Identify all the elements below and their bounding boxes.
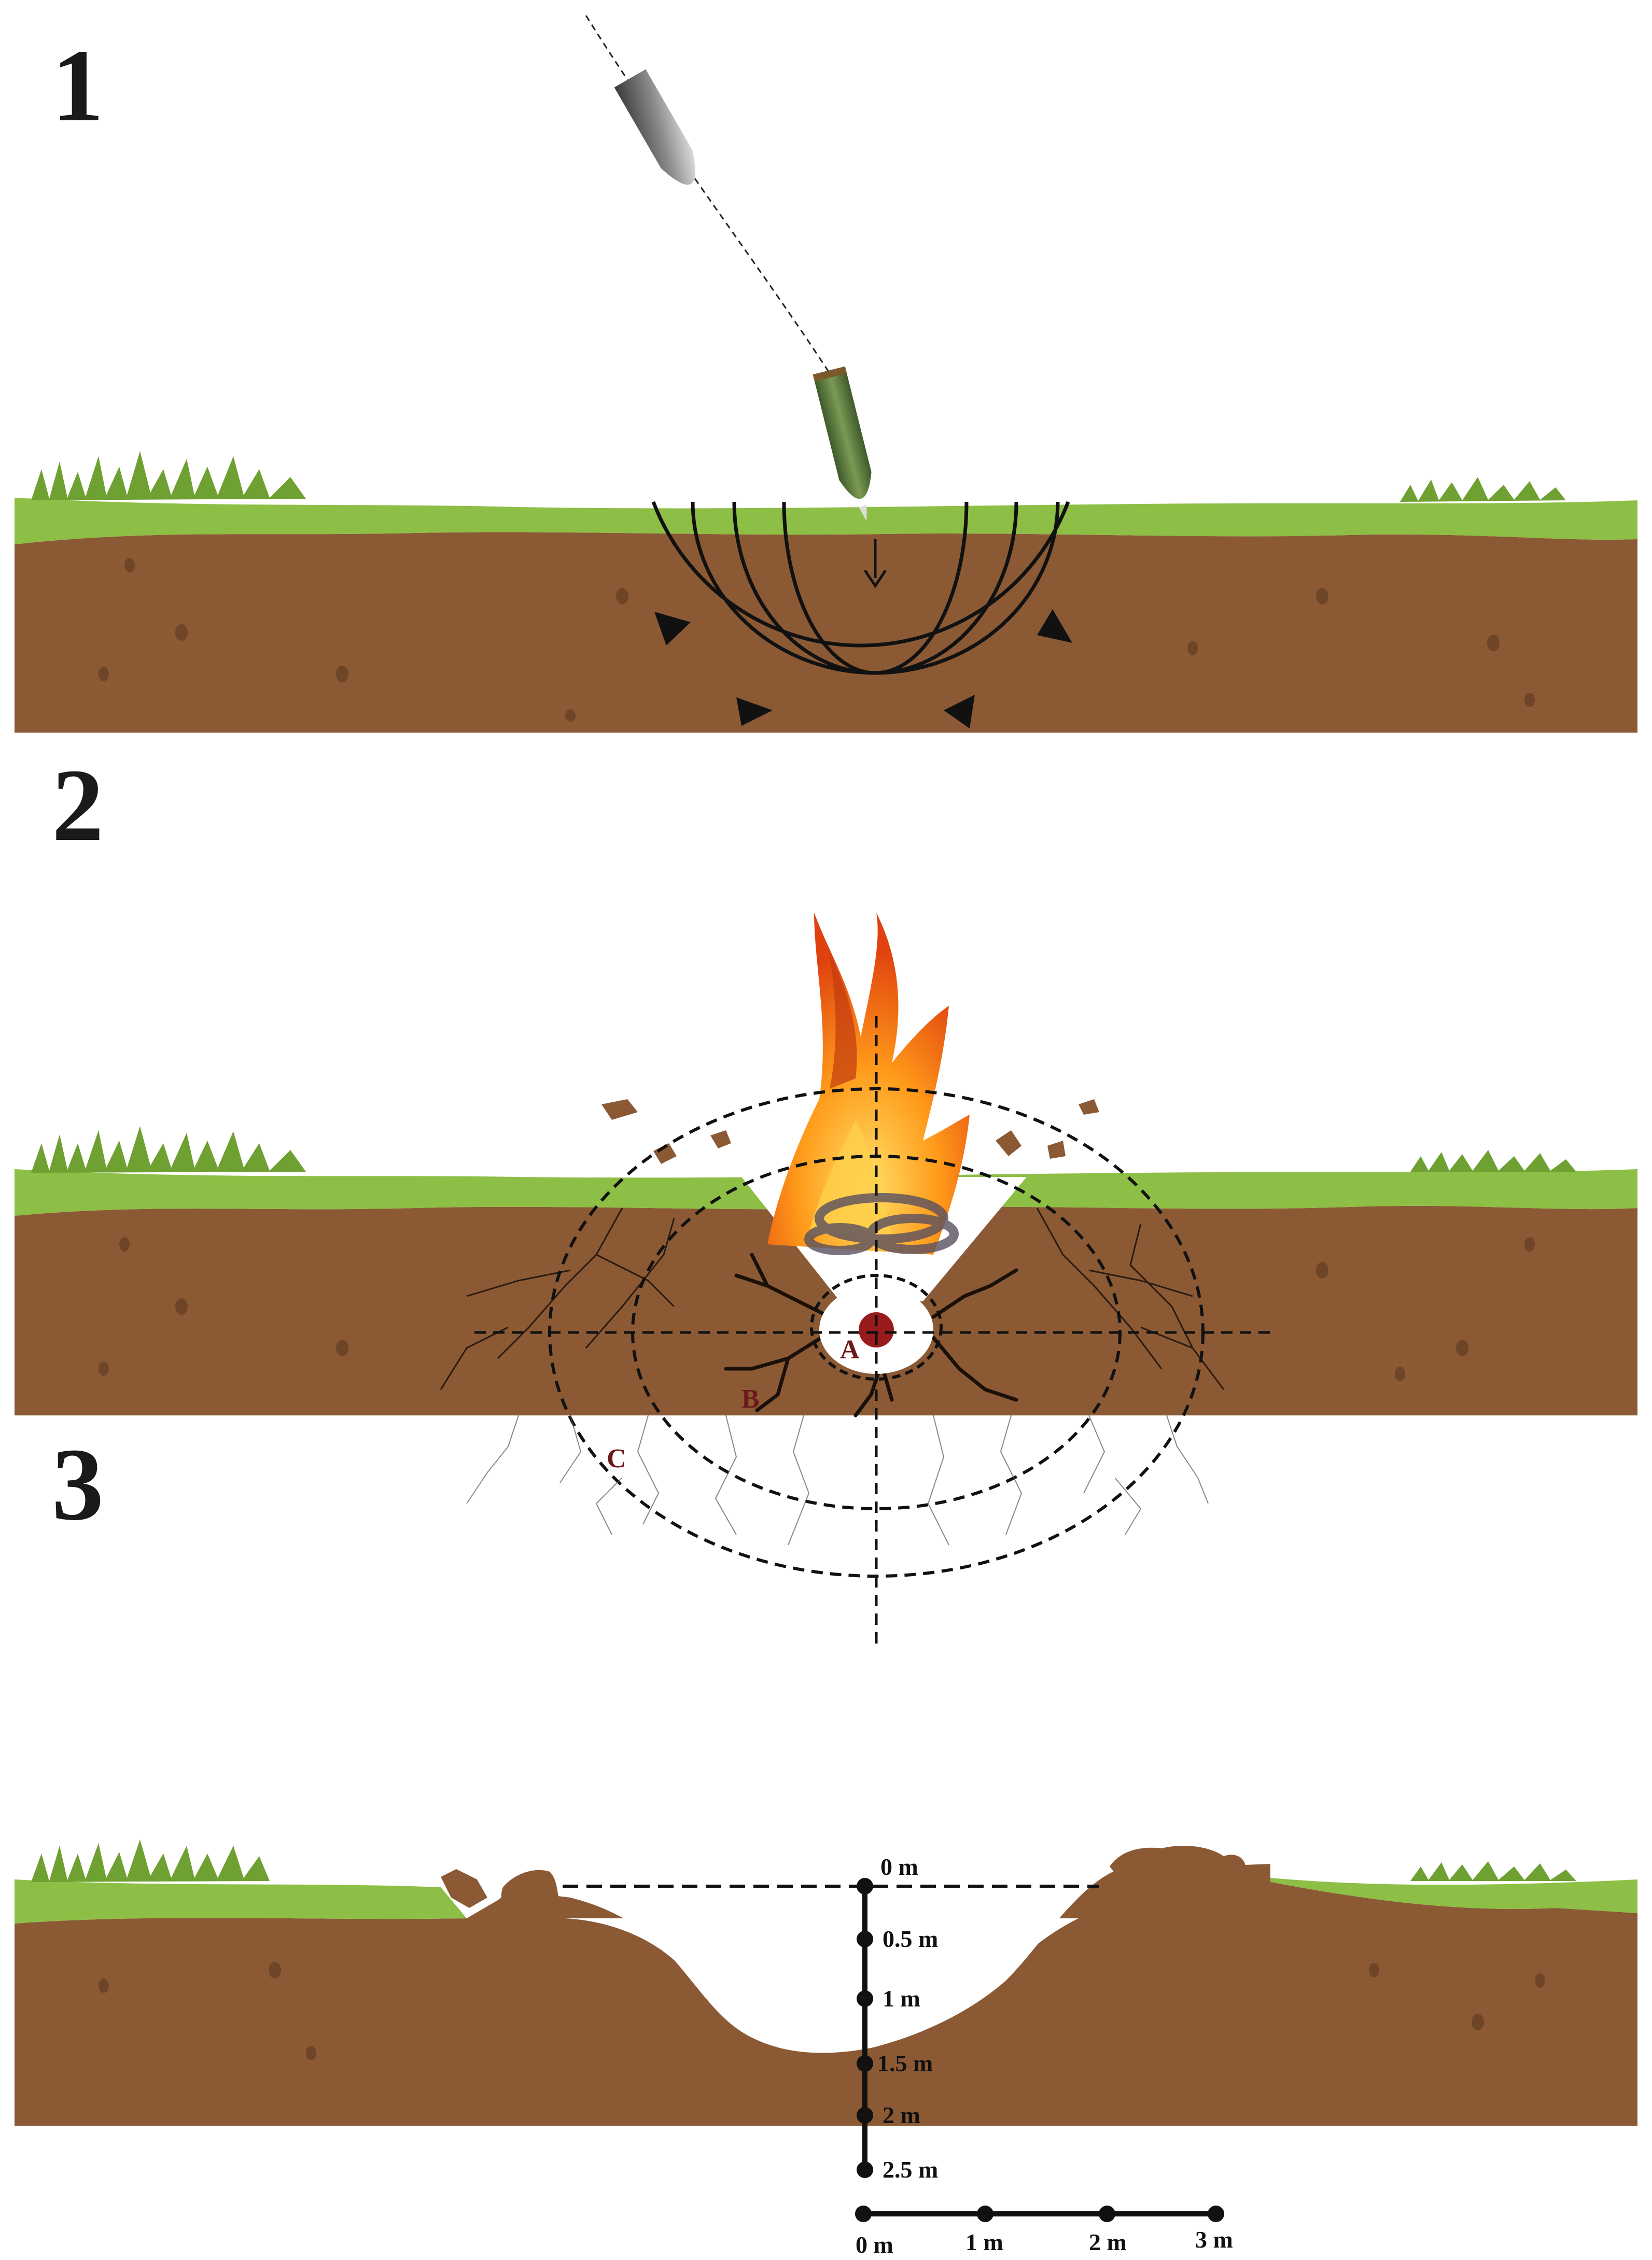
ejecta-left	[441, 1869, 565, 1918]
panel-3-number: 3	[52, 1427, 104, 1542]
zone-a-label: A	[840, 1335, 860, 1365]
crater-void	[565, 1918, 1079, 2046]
width-scale: 0 m 1 m 2 m 3 m	[855, 2206, 1233, 2258]
fire-plume	[767, 913, 970, 1255]
depth-tick-4: 2 m	[883, 2102, 920, 2128]
subsoil-cracks	[466, 1415, 1209, 1546]
zone-b-label: B	[741, 1384, 760, 1414]
soil-cracks	[440, 1208, 1225, 1390]
depth-tick-3: 1.5 m	[877, 2050, 933, 2076]
impact-arrow	[863, 539, 887, 588]
crosshair-lines	[474, 1016, 1270, 1649]
panel-2: 2	[15, 748, 1637, 1649]
panel-3-grass-right	[1234, 1874, 1637, 1913]
panel-3-pebbles	[99, 1962, 1545, 2060]
panel-2-pebbles	[99, 1237, 1535, 1381]
depth-tick-5: 2.5 m	[883, 2156, 938, 2183]
zone-a-boundary	[810, 1274, 943, 1381]
falling-shell-grey	[614, 69, 695, 185]
panel-3-soil	[15, 1860, 1637, 2126]
panel-3: 0 m 0.5 m 1 m 1.5 m 2 m 2.5 m 0 m 1 m 2 …	[15, 1840, 1637, 2258]
detonation-point	[859, 1312, 894, 1347]
panel-3-grass	[15, 1879, 467, 1924]
depth-tick-0: 0 m	[880, 1854, 918, 1880]
panel-2-grass-tufts	[31, 1126, 1576, 1173]
panel-2-number: 2	[52, 748, 104, 863]
smoke-ring	[804, 1193, 959, 1255]
panel-1-grass	[15, 498, 1637, 544]
panel-1: 1	[15, 15, 1637, 733]
panel-1-pebbles	[99, 558, 1535, 722]
panel-1-number: 1	[52, 29, 104, 143]
panel-1-soil	[15, 532, 1637, 733]
width-tick-2: 2 m	[1089, 2229, 1127, 2255]
ejecta-right	[1110, 1846, 1270, 1898]
panel-1-grass-tufts	[31, 451, 1566, 502]
trajectory-line	[585, 15, 831, 374]
panel-3-grass-tufts	[31, 1840, 1576, 1882]
shockwave-rings	[651, 501, 1070, 675]
flying-debris	[601, 1099, 1099, 1164]
depth-tick-1: 0.5 m	[883, 1926, 938, 1952]
depth-scale: 0 m 0.5 m 1 m 1.5 m 2 m 2.5 m	[857, 1854, 938, 2183]
width-tick-3: 3 m	[1195, 2226, 1233, 2253]
zone-c-label: C	[607, 1444, 626, 1473]
falling-shell-green	[813, 366, 872, 522]
width-tick-0: 0 m	[856, 2231, 893, 2258]
shockwave-teeth	[654, 609, 1072, 728]
depth-tick-2: 1 m	[883, 1985, 920, 2012]
width-tick-1: 1 m	[965, 2229, 1003, 2255]
